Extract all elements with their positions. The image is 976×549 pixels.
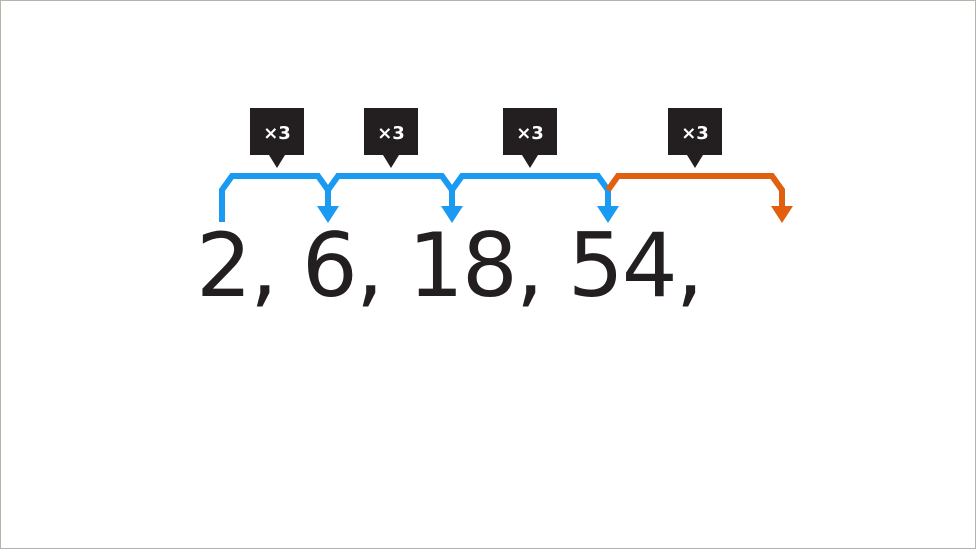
step-label: ×3 xyxy=(681,123,709,144)
step-bracket-3 xyxy=(449,173,611,207)
step-label: ×3 xyxy=(377,123,405,144)
step-label: ×3 xyxy=(263,123,291,144)
step-label-box xyxy=(364,108,418,168)
sequence-text: 2, 6, 18, 54, xyxy=(196,214,704,317)
step-label-box xyxy=(503,108,557,168)
arrow-head-icon xyxy=(597,206,619,223)
arrow-head-icon xyxy=(317,206,339,223)
step-bracket-4 xyxy=(605,173,785,207)
arrow-head-icon xyxy=(441,206,463,223)
step-label-box xyxy=(250,108,304,168)
step-bracket-2 xyxy=(325,173,455,207)
step-bracket-1 xyxy=(219,173,331,222)
step-label: ×3 xyxy=(516,123,544,144)
arrow-head-icon xyxy=(771,206,793,223)
step-label-box xyxy=(668,108,722,168)
